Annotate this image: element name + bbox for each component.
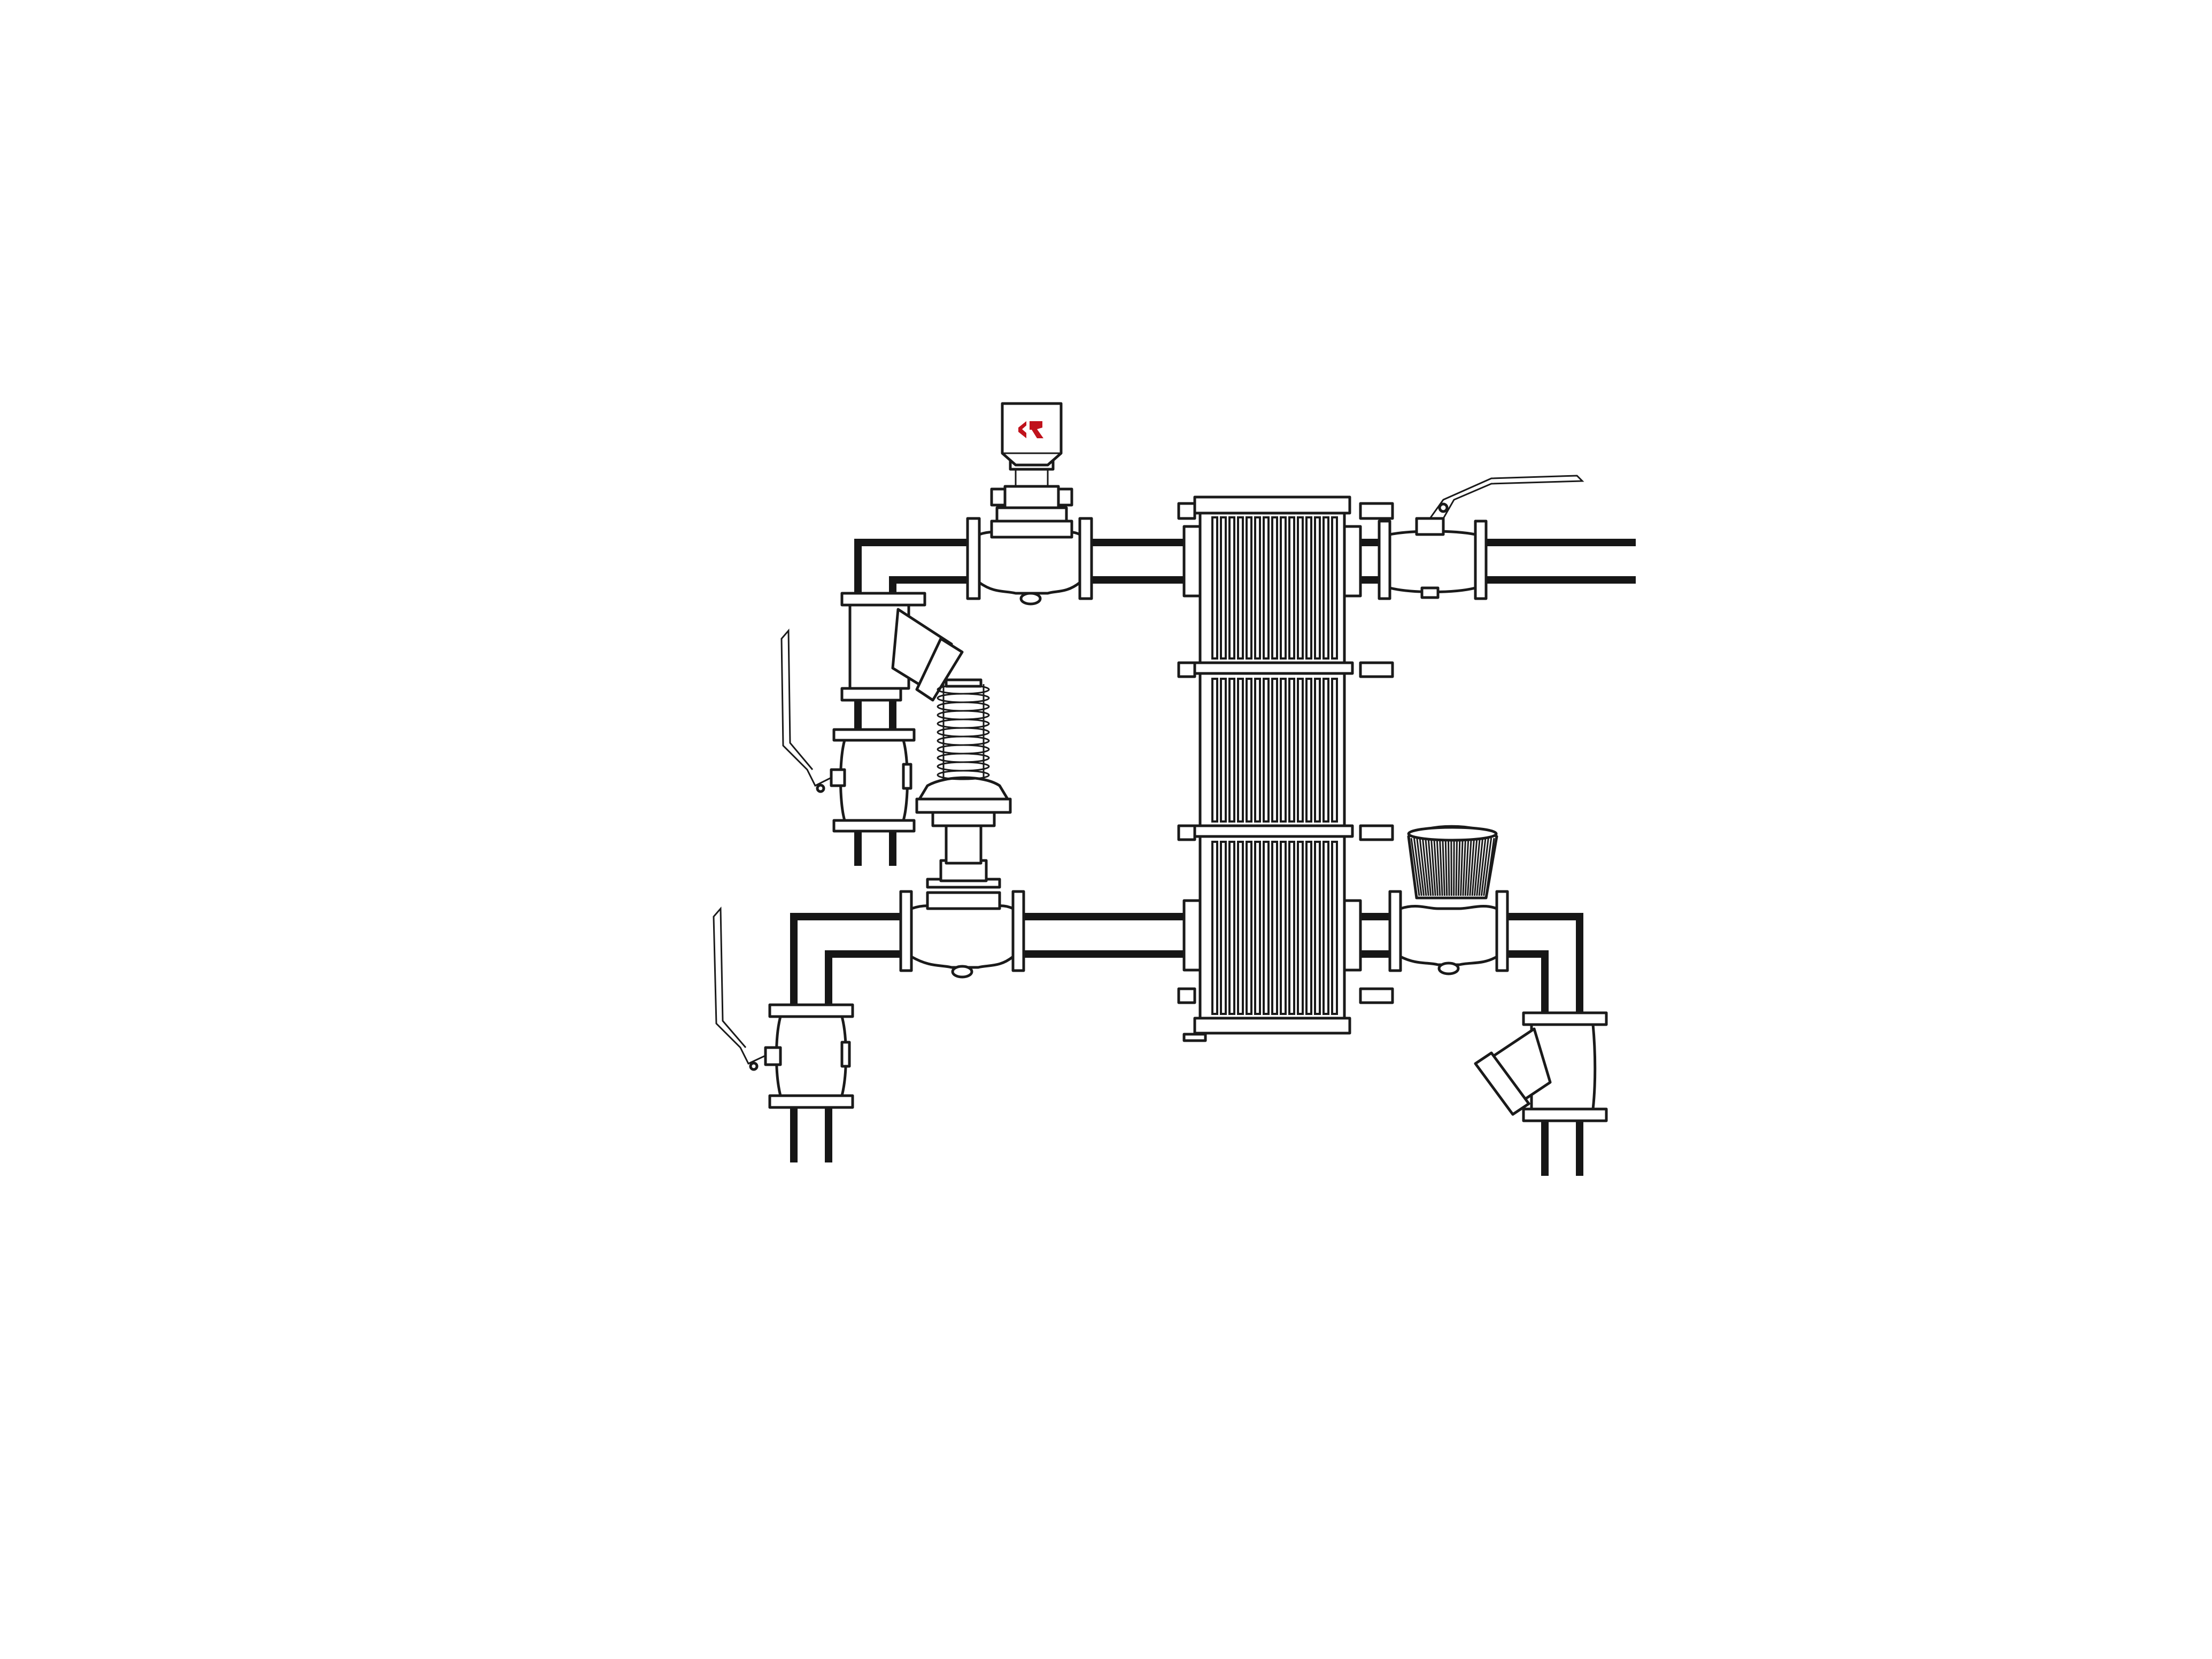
exchanger-plate	[1297, 841, 1304, 1015]
pump-fin	[1485, 838, 1495, 896]
pump-fin	[1467, 838, 1472, 896]
heat-exchanger-icon	[1177, 495, 1394, 1042]
exchanger-plate	[1263, 678, 1270, 823]
spring-coil	[937, 701, 990, 712]
spring-coil	[937, 753, 990, 763]
exchanger-plate	[1254, 678, 1261, 823]
spring-coil	[937, 735, 990, 746]
exchanger-plate	[1314, 678, 1321, 823]
exchanger-plate	[1305, 841, 1312, 1015]
pump-fin	[1455, 838, 1458, 896]
exchanger-plate	[1305, 678, 1312, 823]
exchanger-plate	[1322, 841, 1329, 1015]
exchanger-plate	[1220, 841, 1227, 1015]
pump-fin	[1430, 838, 1436, 896]
spring-coil	[937, 693, 990, 703]
exchanger-plate	[1271, 841, 1278, 1015]
pump-fin	[1469, 838, 1475, 896]
pump-fin	[1464, 838, 1469, 896]
exchanger-plate	[1305, 516, 1312, 660]
exchanger-plate	[1228, 516, 1235, 660]
spring-coil	[937, 744, 990, 755]
pump-fin	[1444, 838, 1448, 896]
exchanger-plate	[1297, 516, 1304, 660]
pump-fin	[1416, 838, 1425, 896]
exchanger-plate	[1220, 678, 1227, 823]
pump-fin	[1421, 838, 1429, 896]
exchanger-plate	[1280, 678, 1287, 823]
exchanger-plate	[1322, 516, 1329, 660]
exchanger-plate	[1237, 678, 1244, 823]
pump-fin	[1471, 838, 1478, 896]
strainer-icon	[840, 592, 964, 702]
exchanger-plate	[1246, 516, 1252, 660]
exchanger-plate	[1331, 841, 1338, 1015]
exchanger-plate	[1254, 841, 1261, 1015]
exchanger-plate	[1288, 516, 1295, 660]
exchanger-plate	[1211, 678, 1218, 823]
pump-fin	[1462, 838, 1467, 896]
pump-icon	[1388, 825, 1509, 975]
spring-valve-icon	[899, 678, 1025, 979]
pump-fin	[1476, 838, 1484, 896]
spring-coil	[937, 727, 990, 738]
strainer-icon	[1474, 1011, 1608, 1122]
exchanger-plate	[1280, 841, 1287, 1015]
exchanger-plate	[1288, 678, 1295, 823]
pump-fin	[1442, 838, 1445, 896]
exchanger-plate	[1263, 516, 1270, 660]
pump-fin	[1433, 838, 1438, 896]
exchanger-plate	[1280, 516, 1287, 660]
pump-fin	[1436, 838, 1441, 896]
pump-fin	[1427, 838, 1434, 896]
pump-fin	[1410, 838, 1420, 896]
exchanger-plate	[1288, 841, 1295, 1015]
ball-valve-icon	[713, 906, 854, 1109]
exchanger-plate	[1314, 516, 1321, 660]
pump-fin	[1447, 838, 1450, 896]
exchanger-plate	[1314, 841, 1321, 1015]
spring-coil	[937, 718, 990, 729]
exchanger-plate	[1331, 678, 1338, 823]
exchanger-plate	[1246, 841, 1252, 1015]
spring-coil	[937, 761, 990, 772]
pump-fin	[1419, 838, 1427, 896]
exchanger-plate	[1297, 678, 1304, 823]
pump-fin	[1438, 838, 1443, 896]
pump-fin	[1457, 838, 1461, 896]
pump-fin	[1425, 838, 1432, 896]
pump-fin	[1413, 838, 1422, 896]
pump-fin	[1480, 838, 1489, 896]
pump-fin	[1453, 838, 1455, 896]
exchanger-plate	[1228, 678, 1235, 823]
exchanger-plate	[1228, 841, 1235, 1015]
spring-coil	[937, 770, 990, 780]
exchanger-plate	[1322, 678, 1329, 823]
spring-coil	[937, 710, 990, 720]
exchanger-plate	[1263, 841, 1270, 1015]
exchanger-plate	[1331, 516, 1338, 660]
pump-fin	[1473, 838, 1481, 896]
pump-fin	[1478, 838, 1487, 896]
exchanger-plate	[1271, 678, 1278, 823]
pump-fin	[1483, 838, 1492, 896]
pump-fin	[1460, 838, 1464, 896]
exchanger-plate	[1211, 841, 1218, 1015]
pump-fin	[1450, 838, 1452, 896]
actuator-valve-icon	[966, 402, 1093, 606]
exchanger-plate	[1271, 516, 1278, 660]
actuator-logo-icon	[1018, 421, 1043, 438]
exchanger-plate	[1211, 516, 1218, 660]
exchanger-plate	[1237, 516, 1244, 660]
ball-valve-icon	[1378, 475, 1584, 600]
exchanger-plate	[1246, 678, 1252, 823]
exchanger-plate	[1237, 841, 1244, 1015]
exchanger-plate	[1220, 516, 1227, 660]
ball-valve-icon	[780, 629, 916, 833]
exchanger-plate	[1254, 516, 1261, 660]
